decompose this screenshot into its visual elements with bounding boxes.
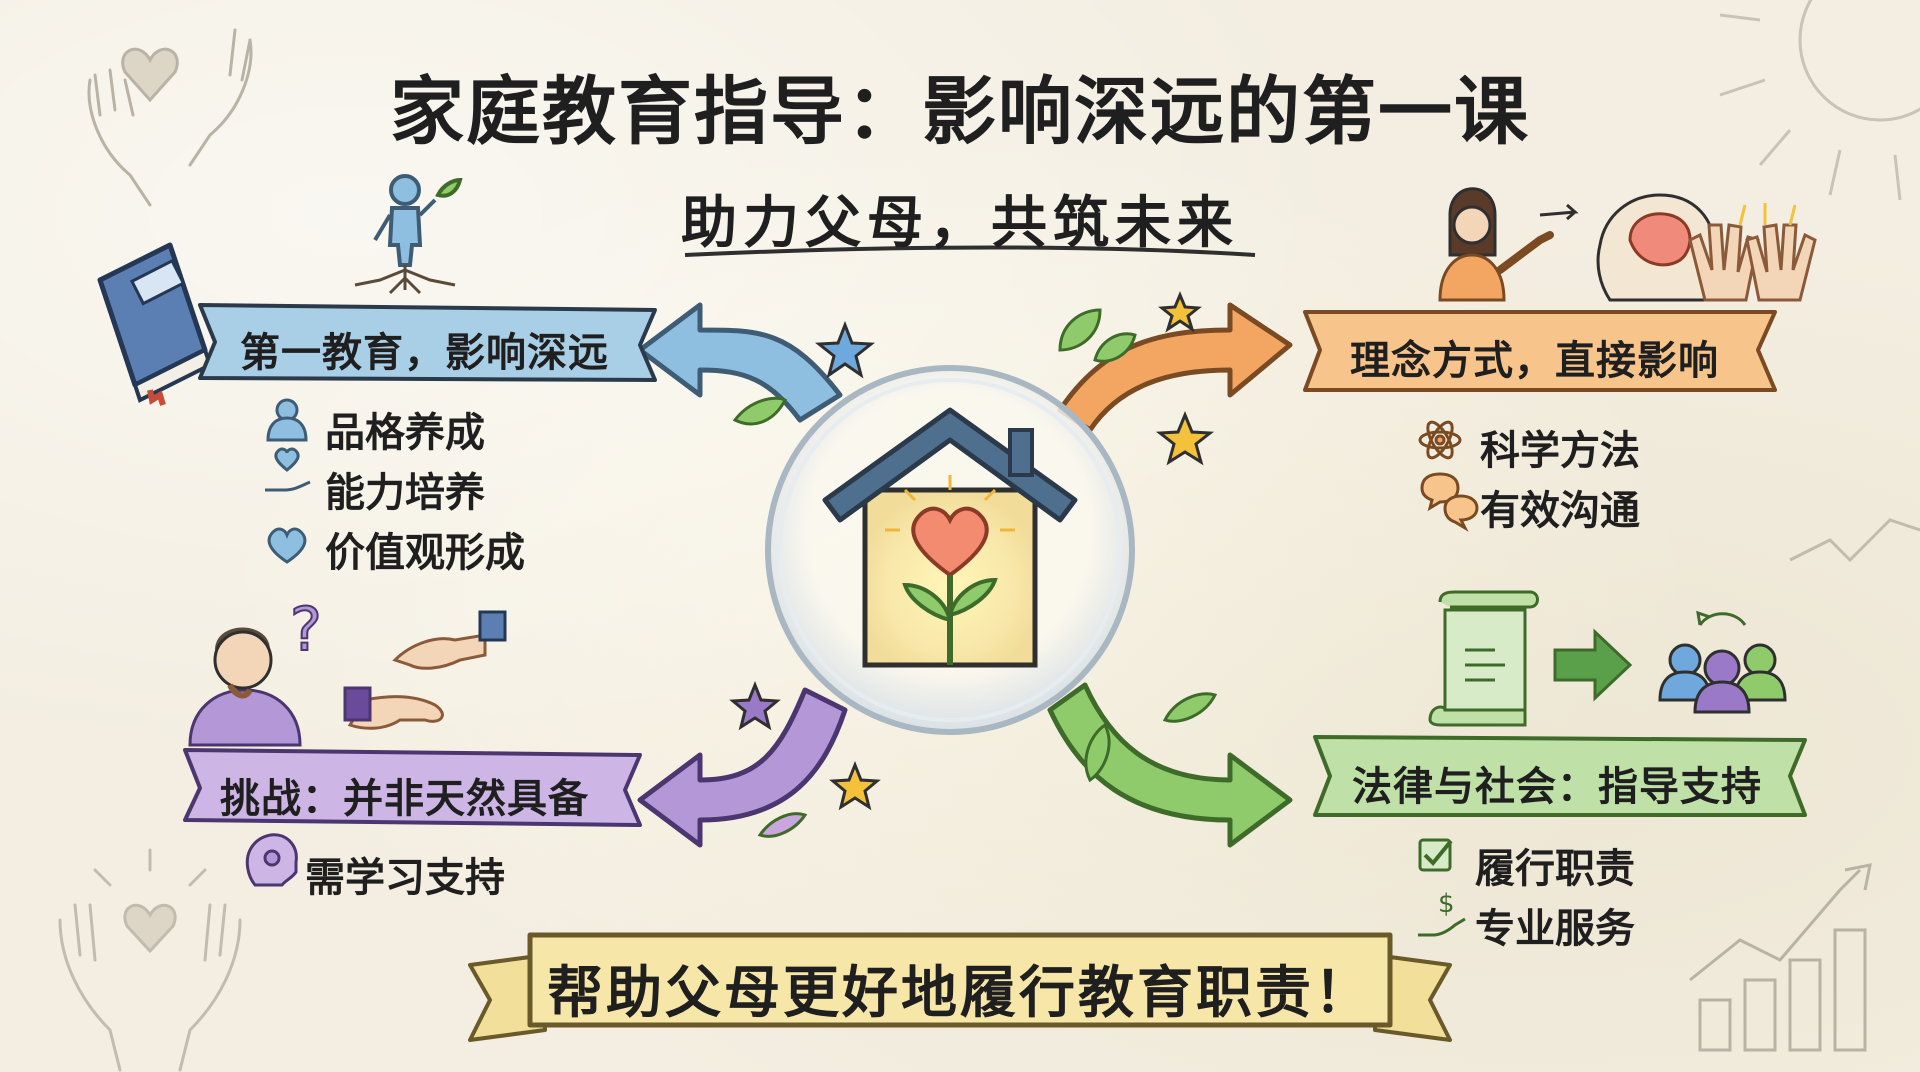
teacher-pointing-icon: [1438, 187, 1579, 302]
zigzag-doodle-icon: [1789, 518, 1920, 563]
chat-bubbles-icon: [1420, 472, 1479, 532]
list-item-top-left-3: 价值观形成: [325, 530, 525, 576]
right-arrow-icon: [1553, 628, 1633, 702]
svg-text:?: ?: [290, 595, 322, 665]
ribbon-bottom-right: [1313, 735, 1807, 817]
arrow-bottom-right: [1047, 682, 1293, 848]
subtitle-underline: [684, 245, 1256, 257]
hands-heart-icon-top-left: [87, 28, 253, 207]
ribbon-label-top-right: 理念方式，直接影响: [1350, 338, 1719, 384]
ribbon-label-bottom-left: 挑战：并非天然具备: [220, 776, 589, 822]
leaf-icon: [732, 308, 1218, 838]
list-item-bottom-right-2: 专业服务: [1475, 906, 1635, 952]
head-brain-icon: [1596, 193, 1717, 302]
list-item-top-right-2: 有效沟通: [1480, 488, 1640, 534]
arrow-top-left: [637, 302, 843, 423]
bottom-banner-text: 帮助父母更好地履行教育职责！: [547, 961, 1373, 1026]
bottom-banner: [468, 932, 1452, 1042]
person-roots-icon: [354, 174, 463, 295]
ribbon-label-bottom-right: 法律与社会：指导支持: [1352, 764, 1762, 810]
brain-head-icon: [245, 833, 298, 887]
arrow-top-right: [1057, 302, 1293, 433]
list-item-top-left-2: 能力培养: [325, 470, 485, 516]
svg-text:$: $: [1438, 889, 1455, 919]
atom-icon: [1418, 420, 1462, 460]
helping-hands-icon: [343, 610, 507, 730]
people-group-icon: [1658, 610, 1787, 714]
list-item-bottom-left-1: 需学习支持: [305, 855, 505, 901]
ribbon-top-right: [1303, 310, 1777, 392]
list-item-top-right-1: 科学方法: [1480, 428, 1640, 474]
house-heart-sprout-icon: [765, 365, 1135, 735]
scroll-document-icon: [1428, 590, 1539, 727]
page-subtitle: 助力父母，共筑未来: [681, 191, 1239, 256]
heart-icon: [267, 527, 307, 564]
ribbon-label-top-left: 第一教育，影响深远: [240, 330, 609, 376]
checkbox-icon: [1418, 838, 1453, 872]
thinking-parent-icon: ?: [188, 594, 323, 747]
ribbon-bottom-left: [183, 748, 642, 827]
sun-icon: [1719, 0, 1920, 201]
hand-heart-icon: [265, 447, 311, 492]
dollar-hand-icon: $: [1418, 889, 1466, 937]
ribbon-top-left: [198, 303, 657, 382]
book-icon: [97, 242, 213, 406]
star-icon: [729, 291, 1215, 811]
raised-hands-icon: [1688, 203, 1817, 302]
list-item-bottom-right-1: 履行职责: [1475, 846, 1635, 892]
growth-chart-icon: [1689, 863, 1872, 1052]
person-badge-icon: [266, 398, 308, 442]
arrow-bottom-left: [637, 687, 848, 848]
list-item-top-left-1: 品格养成: [325, 410, 485, 456]
page-title: 家庭教育指导：影响深远的第一课: [390, 69, 1530, 155]
hands-heart-icon-bottom-left: [58, 848, 242, 1072]
